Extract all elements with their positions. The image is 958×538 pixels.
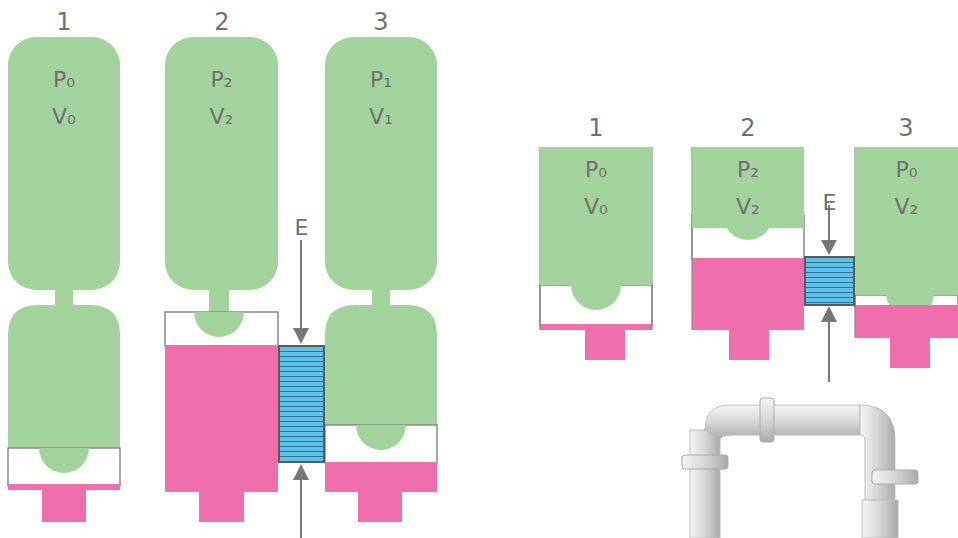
state-label: V₀: [584, 194, 608, 219]
right-set: [540, 147, 958, 382]
column-number: 3: [898, 116, 913, 140]
column-number: 2: [740, 116, 755, 140]
state-label: V₂: [736, 194, 760, 219]
modulus-label: E: [823, 190, 837, 215]
state-label: P₀: [53, 67, 75, 92]
state-label: P₁: [370, 67, 392, 92]
column-number: 1: [588, 116, 603, 140]
spring-element: E: [804, 256, 855, 306]
robot-arm: [682, 398, 918, 538]
modulus-label: E: [295, 215, 309, 240]
state-label: V₀: [52, 104, 76, 129]
column-number: 1: [56, 10, 71, 34]
state-label: V₁: [369, 104, 393, 129]
state-label: V₂: [895, 194, 919, 219]
gas-chamber: P₀ V₀: [540, 147, 652, 285]
state-label: V₂: [210, 104, 234, 129]
state-label: P₂: [737, 157, 759, 182]
gas-chamber: P₀ V₀: [8, 37, 120, 290]
gas-chamber: P₁ V₁: [325, 37, 437, 290]
gas-chamber: P₂ V₂: [165, 37, 278, 290]
gas-chamber: P₂ V₂: [692, 147, 804, 228]
state-label: P₀: [585, 157, 607, 182]
state-label: P₂: [210, 67, 232, 92]
spring-element: E: [278, 345, 325, 463]
gas-chamber: P₀ V₂: [855, 147, 958, 295]
column-number: 2: [214, 10, 229, 34]
column-number: 3: [373, 10, 388, 34]
state-label: P₀: [895, 157, 917, 182]
